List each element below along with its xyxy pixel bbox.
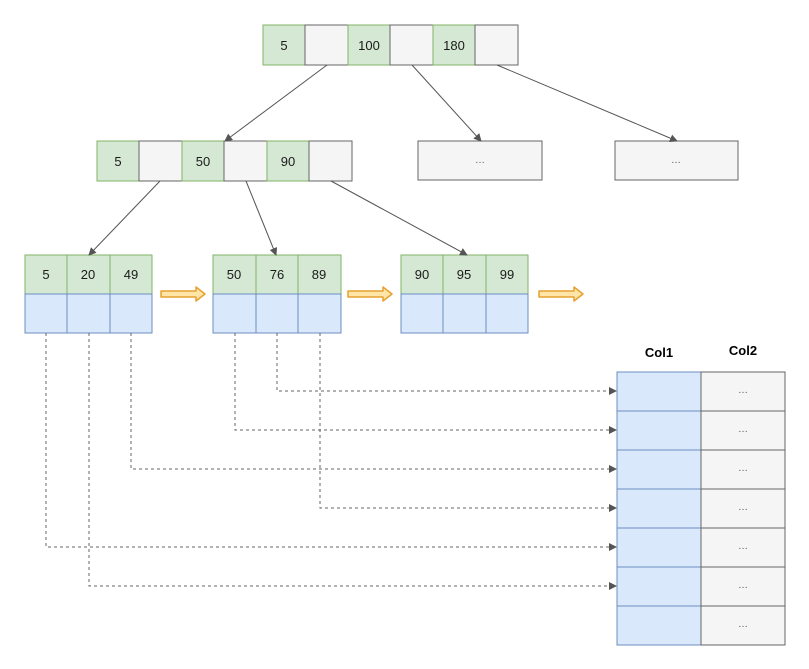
internal-pointer-cell <box>138 140 183 182</box>
root-key-label: 5 <box>280 38 287 53</box>
internal-pointer-cell <box>308 140 353 182</box>
internal-key-cell <box>266 140 310 182</box>
table-header-col1: Col1 <box>645 345 673 360</box>
table-cell-col1 <box>616 410 702 451</box>
leaf-key-label: 95 <box>457 267 471 282</box>
table-row: … <box>616 371 786 412</box>
leaf-row-pointer-cell <box>255 293 299 334</box>
leaf-row-pointer-cell <box>297 293 342 334</box>
internal-key-cell <box>181 140 225 182</box>
internal-sibling-node: … <box>614 140 739 181</box>
leaf-key-label: 50 <box>227 267 241 282</box>
leaf-row-pointer-cell <box>400 293 444 334</box>
root-pointer-cell <box>474 24 519 66</box>
leaf-row-pointer-cell <box>24 293 68 334</box>
table-cell-col2 <box>700 449 786 490</box>
root-pointer-cell <box>304 24 349 66</box>
table-cell-col2-value: … <box>738 541 748 552</box>
sibling-node-box <box>417 140 543 181</box>
leaf-row-pointer-cell <box>66 293 111 334</box>
row-pointer-link <box>88 333 617 590</box>
table-cell-col2 <box>700 566 786 607</box>
table-row: … <box>616 605 786 646</box>
table-cell-col2-value: … <box>738 424 748 435</box>
root-node: 5 100 180 <box>262 24 519 66</box>
table-cell-col2-value: … <box>738 502 748 513</box>
table-row: … <box>616 449 786 490</box>
leaf-key-label: 89 <box>312 267 326 282</box>
sibling-node-ellipsis: … <box>671 155 681 166</box>
leaf-key-label: 5 <box>42 267 49 282</box>
table-cell-col2-value: … <box>738 385 748 396</box>
internal-sibling-node: … <box>417 140 543 181</box>
leaf-key-cell <box>297 254 342 295</box>
internal-key-label: 50 <box>196 154 210 169</box>
leaf-link-arrow <box>538 286 584 302</box>
tree-edge <box>330 180 468 256</box>
table-cell-col1 <box>616 527 702 568</box>
table-row: … <box>616 410 786 451</box>
leaf-key-cell <box>109 254 153 295</box>
tree-edge <box>496 64 678 142</box>
root-key-cell <box>347 24 391 66</box>
leaf-key-cell <box>442 254 487 295</box>
table-cell-col1 <box>616 566 702 607</box>
leaf-node: 5 20 49 <box>24 254 153 334</box>
internal-node: 5 50 90 <box>96 140 353 182</box>
row-pointer-link <box>130 333 617 473</box>
sibling-node-box <box>614 140 739 181</box>
table-cell-col2-value: … <box>738 463 748 474</box>
leaf-key-label: 20 <box>81 267 95 282</box>
leaf-key-cell <box>66 254 111 295</box>
leaf-key-label: 99 <box>500 267 514 282</box>
leaf-row-pointer-cell <box>109 293 153 334</box>
table-cell-col2 <box>700 410 786 451</box>
leaf-link-arrow <box>160 286 206 302</box>
root-key-cell <box>262 24 306 66</box>
leaf-key-label: 76 <box>270 267 284 282</box>
row-pointer-link <box>45 333 617 551</box>
internal-key-label: 5 <box>114 154 121 169</box>
leaf-key-label: 49 <box>124 267 138 282</box>
leaf-row-pointer-cell <box>212 293 257 334</box>
root-key-label: 100 <box>358 38 380 53</box>
tree-edge <box>88 180 161 256</box>
leaf-key-cell <box>212 254 257 295</box>
row-pointer-link <box>234 333 617 434</box>
table-cell-col2-value: … <box>738 580 748 591</box>
row-pointer-link <box>319 333 617 512</box>
leaf-node: 50 76 89 <box>212 254 342 334</box>
table-cell-col1 <box>616 371 702 412</box>
internal-key-label: 90 <box>281 154 295 169</box>
tree-edge <box>411 64 482 142</box>
table-header-col2: Col2 <box>729 343 757 358</box>
table-cell-col1 <box>616 449 702 490</box>
data-table: Col1 Col2 … … … … … <box>616 343 786 646</box>
table-cell-col1 <box>616 488 702 529</box>
table-cell-col2 <box>700 371 786 412</box>
internal-pointer-cell <box>223 140 268 182</box>
root-pointer-cell <box>389 24 434 66</box>
leaf-key-label: 90 <box>415 267 429 282</box>
table-cell-col2 <box>700 488 786 529</box>
root-key-label: 180 <box>443 38 465 53</box>
leaf-node: 90 95 99 <box>400 254 529 334</box>
table-cell-col2-value: … <box>738 619 748 630</box>
row-pointer-link <box>276 333 617 395</box>
root-key-cell <box>432 24 476 66</box>
table-row: … <box>616 566 786 607</box>
table-cell-col1 <box>616 605 702 646</box>
leaf-row-pointer-cell <box>485 293 529 334</box>
leaf-key-cell <box>485 254 529 295</box>
table-row: … <box>616 488 786 529</box>
table-cell-col2 <box>700 605 786 646</box>
tree-edge <box>245 180 278 256</box>
leaf-row-pointer-cell <box>442 293 487 334</box>
table-row: … <box>616 527 786 568</box>
table-cell-col2 <box>700 527 786 568</box>
leaf-link-arrow <box>347 286 393 302</box>
tree-edge <box>224 64 328 142</box>
sibling-node-ellipsis: … <box>475 155 485 166</box>
